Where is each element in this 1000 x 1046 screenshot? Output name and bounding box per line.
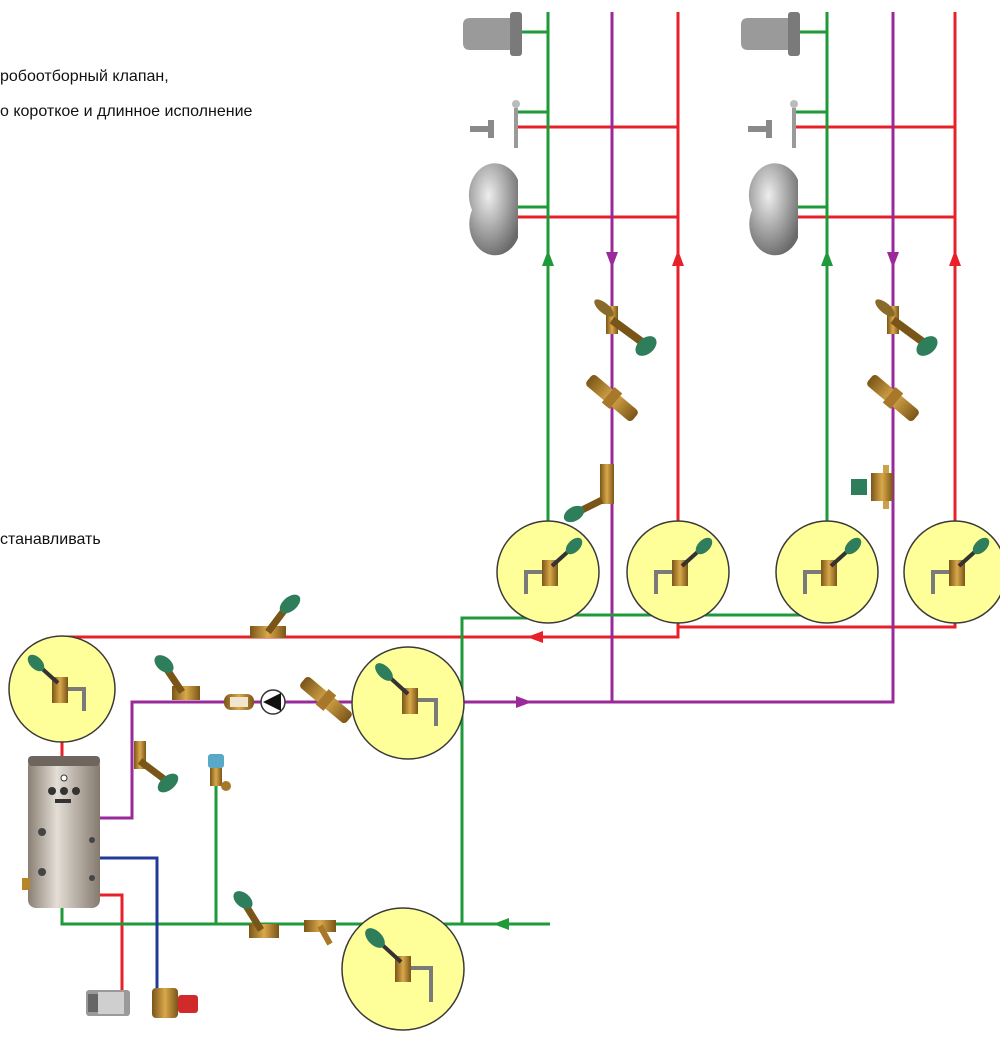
strainer-icon bbox=[594, 299, 938, 356]
safety-valve-icon bbox=[208, 754, 231, 791]
drain-valve-icon bbox=[152, 988, 198, 1018]
note-install: станавливать bbox=[0, 531, 101, 548]
note-sampling-valve-line1: робоотборный клапан, bbox=[0, 68, 169, 85]
washbasin-icon bbox=[468, 163, 798, 256]
check-valve-icon bbox=[224, 694, 254, 710]
thermostatic-valve-icon bbox=[563, 464, 893, 523]
boiler-tank-icon bbox=[22, 756, 100, 908]
balancing-valve-icon bbox=[300, 374, 919, 724]
shower-head-icon bbox=[463, 12, 800, 56]
mixer-tap-icon bbox=[470, 100, 798, 148]
circulation-valve-icon bbox=[154, 655, 200, 700]
hot-water-pipes bbox=[60, 12, 957, 990]
thermometer-icon bbox=[86, 990, 130, 1016]
hot-line-valve-icon bbox=[250, 594, 301, 638]
circulation-pipes bbox=[100, 12, 895, 820]
note-sampling-valve-line2: о короткое и длинное исполнение bbox=[0, 103, 253, 120]
circulation-pump-icon bbox=[260, 689, 286, 715]
cold-feed-pipes bbox=[98, 856, 159, 990]
cold-line-valve-icon bbox=[233, 891, 279, 938]
flow-arrow-icon bbox=[493, 250, 961, 930]
boiler-return-valve-icon bbox=[134, 741, 179, 793]
strainer-icon bbox=[304, 920, 336, 946]
cold-water-pipes bbox=[60, 12, 829, 926]
angle-valve-icon bbox=[27, 537, 990, 1002]
